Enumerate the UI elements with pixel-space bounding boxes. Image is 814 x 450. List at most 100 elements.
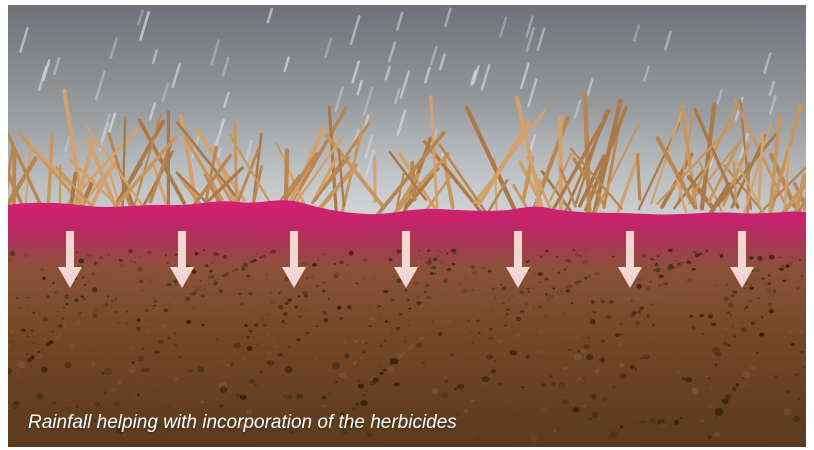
- soil-grain: [241, 356, 247, 361]
- straw-stalk: [792, 172, 806, 220]
- rain-streak: [384, 65, 391, 81]
- soil-grain: [17, 361, 26, 369]
- soil-grain: [242, 262, 249, 267]
- soil-grain: [601, 336, 603, 338]
- rain-streak: [393, 87, 401, 105]
- straw-stalk: [8, 168, 30, 219]
- soil-grain: [75, 405, 79, 409]
- soil-grain: [110, 299, 115, 303]
- soil-grain: [772, 289, 776, 293]
- soil-grain: [433, 272, 437, 275]
- soil-grain: [118, 258, 123, 262]
- soil-grain: [74, 298, 79, 303]
- soil-grain: [531, 306, 535, 309]
- straw-stalk: [515, 96, 545, 216]
- soil-grain: [311, 263, 317, 267]
- soil-grain: [471, 265, 475, 269]
- soil-grain: [266, 360, 275, 366]
- soil-grain: [51, 330, 55, 333]
- soil-grain: [556, 262, 560, 265]
- soil-grain: [384, 320, 388, 323]
- soil-grain: [147, 321, 151, 325]
- soil-grain: [788, 261, 793, 266]
- soil-grain: [640, 357, 643, 360]
- soil-grain: [659, 422, 666, 428]
- soil-grain: [605, 328, 608, 331]
- soil-grain: [791, 256, 794, 259]
- soil-grain: [392, 275, 397, 279]
- soil-grain: [719, 253, 724, 258]
- soil-grain: [714, 407, 724, 416]
- rain-streak: [438, 53, 446, 71]
- soil-grain: [299, 314, 303, 317]
- soil-grain: [260, 402, 262, 404]
- soil-grain: [297, 295, 301, 298]
- soil-grain: [707, 314, 714, 319]
- soil-grain: [276, 335, 282, 340]
- soil-grain: [340, 412, 345, 416]
- soil-grain: [543, 314, 548, 318]
- soil-grain: [117, 380, 122, 385]
- soil-grain: [46, 295, 50, 299]
- soil-grain: [213, 281, 218, 286]
- soil-grain: [191, 292, 197, 296]
- soil-grain: [594, 272, 600, 276]
- soil-grain: [558, 381, 566, 389]
- soil-grain: [788, 330, 793, 334]
- soil-grain: [416, 342, 423, 348]
- soil-grain: [213, 302, 219, 307]
- soil-grain: [302, 290, 308, 295]
- soil-grain: [332, 362, 341, 370]
- rain-streak: [664, 30, 672, 51]
- soil-grain: [202, 249, 206, 252]
- soil-grain: [166, 283, 172, 287]
- soil-grain: [189, 293, 192, 295]
- soil-grain: [62, 306, 65, 309]
- soil-grain: [303, 308, 307, 311]
- rain-streak: [214, 118, 225, 147]
- rain-streak: [633, 24, 641, 42]
- soil-grain: [265, 332, 271, 337]
- soil-grain: [609, 431, 618, 438]
- soil-grain: [327, 298, 331, 300]
- soil-grain: [798, 259, 802, 261]
- soil-grain: [654, 262, 659, 267]
- soil-grain: [91, 277, 98, 282]
- soil-grain: [40, 268, 45, 271]
- soil-grain: [259, 370, 263, 373]
- straw-stalk: [688, 137, 743, 205]
- soil-grain: [187, 368, 194, 373]
- soil-grain: [749, 365, 756, 371]
- soil-grain: [673, 354, 678, 358]
- soil-grain: [634, 368, 637, 371]
- soil-grain: [545, 336, 550, 341]
- soil-grain: [533, 296, 536, 299]
- soil-grain: [360, 400, 368, 407]
- soil-grain: [489, 328, 493, 331]
- soil-grain: [586, 354, 594, 361]
- soil-grain: [652, 323, 655, 327]
- soil-grain: [322, 311, 327, 315]
- soil-grain: [344, 353, 350, 359]
- soil-grain: [370, 344, 377, 350]
- rain-streak: [499, 16, 508, 38]
- soil-grain: [145, 309, 149, 312]
- soil-grain: [290, 292, 293, 295]
- soil-grain: [733, 335, 736, 338]
- soil-grain: [81, 265, 85, 268]
- soil-grain: [270, 299, 276, 306]
- soil-grain: [441, 358, 447, 365]
- soil-grain: [43, 337, 47, 341]
- soil-grain: [432, 274, 435, 277]
- soil-grain: [303, 294, 308, 298]
- soil-grain: [703, 345, 707, 349]
- soil-grain: [653, 269, 656, 271]
- soil-grain: [536, 349, 542, 355]
- soil-grain: [41, 366, 48, 373]
- soil-grain: [388, 366, 396, 373]
- soil-grain: [115, 427, 124, 435]
- soil-grain: [36, 392, 44, 400]
- soil-grain: [487, 269, 492, 273]
- soil-grain: [149, 351, 152, 355]
- soil-grain: [687, 278, 693, 284]
